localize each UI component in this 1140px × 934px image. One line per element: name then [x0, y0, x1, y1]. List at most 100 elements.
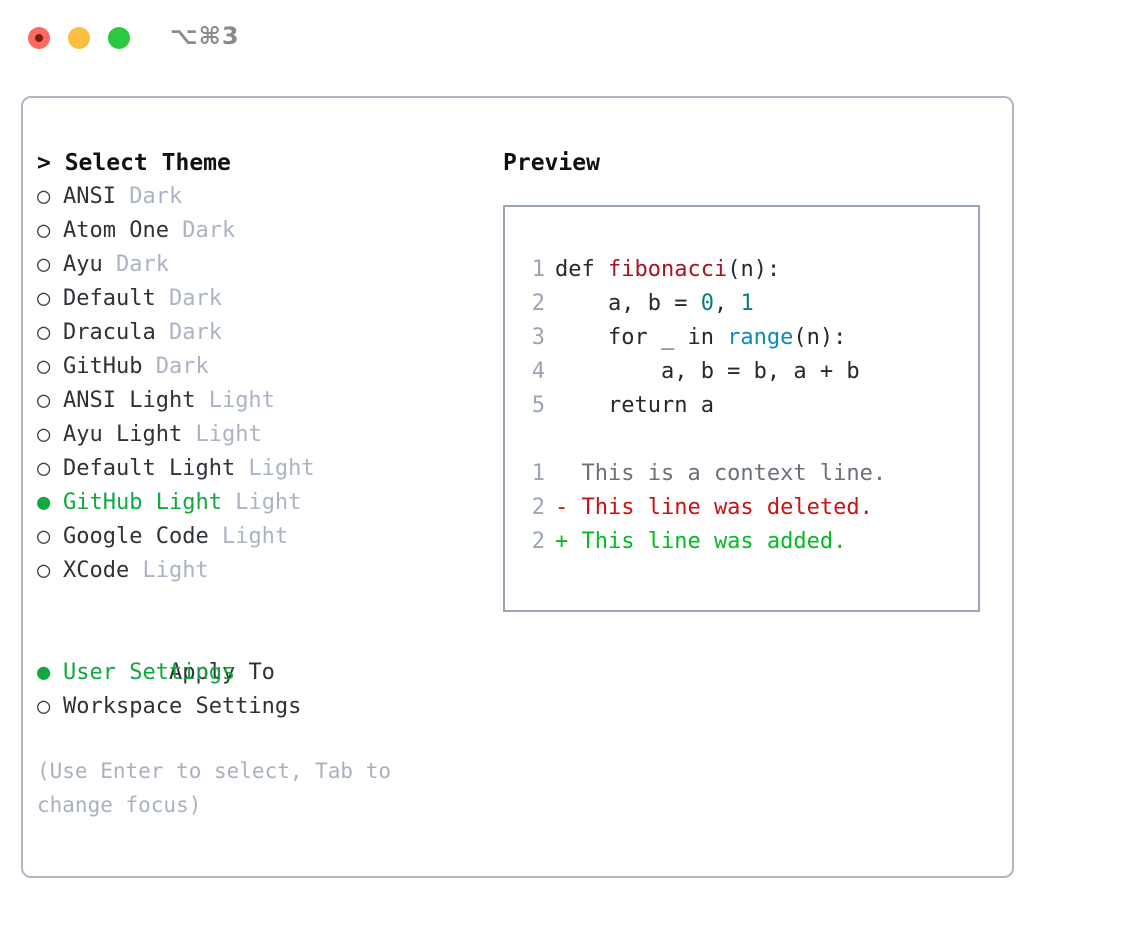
code-token-plain: a, b = b, a + b	[555, 359, 860, 384]
line-number: 5	[531, 393, 545, 418]
radio-unselected-icon: ○	[37, 320, 51, 345]
theme-option-ansi-light[interactable]: ○ ANSI Light Light	[37, 384, 487, 418]
keyboard-hint: (Use Enter to select, Tab to change focu…	[37, 759, 392, 817]
theme-selection-column: > Select Theme ○ANSI Dark○Atom One Dark○…	[37, 146, 487, 822]
preview-title: Preview	[503, 150, 600, 176]
theme-picker-card: > Select Theme ○ANSI Dark○Atom One Dark○…	[21, 96, 1014, 878]
code-line: 2 a, b = 0, 1	[519, 287, 978, 321]
theme-option-tag: Dark	[115, 184, 183, 209]
title-bar: ⌥⌘3	[0, 0, 1140, 78]
radio-unselected-icon: ○	[37, 354, 51, 379]
diff-line-del: 2 - This line was deleted.	[519, 491, 978, 525]
code-token-plain: return a	[555, 393, 714, 418]
apply-to-option-label: User Settings	[63, 660, 236, 685]
theme-option-label: Default	[63, 286, 156, 311]
theme-option-dracula[interactable]: ○ Dracula Dark	[37, 316, 487, 350]
code-line: 4 a, b = b, a + b	[519, 355, 978, 389]
code-sample: 1 def fibonacci (n): 2 a, b = 0, 1 3 for _ i…	[519, 253, 978, 423]
theme-option-ayu-light[interactable]: ○ Ayu Light Light	[37, 418, 487, 452]
maximize-button[interactable]	[108, 27, 130, 49]
radio-unselected-icon: ○	[37, 286, 51, 311]
theme-option-tag: Dark	[155, 286, 222, 311]
theme-option-tag: Light	[208, 524, 289, 549]
theme-option-atom-one[interactable]: ○ Atom One Dark	[37, 214, 487, 248]
theme-option-tag: Light	[221, 490, 302, 515]
code-token-plain: def	[555, 257, 608, 282]
radio-unselected-icon: ○	[37, 456, 51, 481]
theme-option-label: Default Light	[63, 456, 236, 481]
theme-option-label: ANSI Light	[63, 388, 196, 413]
theme-list[interactable]: ○ANSI Dark○Atom One Dark○Ayu Dark○Defaul…	[37, 180, 487, 588]
theme-option-label: Google Code	[63, 524, 209, 549]
code-token-plain: for _ in	[555, 325, 728, 350]
radio-unselected-icon: ○	[37, 524, 51, 549]
close-icon	[35, 34, 43, 42]
radio-selected-icon: ●	[37, 660, 51, 685]
theme-option-tag: Dark	[142, 354, 209, 379]
code-token-fn: fibonacci	[607, 257, 728, 282]
theme-option-tag: Light	[129, 558, 209, 583]
theme-option-tag: Light	[235, 456, 315, 481]
diff-line-ctx: 1 This is a context line.	[519, 457, 978, 491]
preview-column: Preview 1 def fibonacci (n): 2 a, b = 0, 1 3…	[503, 146, 1003, 612]
theme-option-label: Dracula	[63, 320, 156, 345]
theme-option-github[interactable]: ○ GitHub Dark	[37, 350, 487, 384]
apply-to-option-workspace-settings[interactable]: ○ Workspace Settings	[37, 690, 487, 724]
theme-option-label: Ayu Light	[63, 422, 183, 447]
diff-line-text: This is a context line.	[555, 461, 887, 486]
minimize-button[interactable]	[68, 27, 90, 49]
diff-sample: 1 This is a context line. 2 - This line wa…	[519, 457, 978, 559]
window-title: ⌥⌘3	[170, 22, 240, 50]
theme-option-google-code[interactable]: ○ Google Code Light	[37, 520, 487, 554]
apply-to-option-label: Workspace Settings	[63, 694, 302, 719]
line-number: 4	[531, 359, 545, 384]
theme-option-default[interactable]: ○ Default Dark	[37, 282, 487, 316]
diff-line-add: 2+ This line was added.	[519, 525, 978, 559]
theme-option-label: Ayu	[63, 252, 103, 277]
theme-option-github-light[interactable]: ● GitHub Light Light	[37, 486, 487, 520]
code-token-plain: a, b =	[555, 291, 701, 316]
code-token-call: range	[727, 325, 794, 350]
apply-to-list[interactable]: ● User Settings ○ Workspace Settings	[37, 656, 487, 724]
radio-unselected-icon: ○	[37, 388, 51, 413]
diff-line-text: + This line was added.	[555, 529, 847, 554]
code-token-plain: ,	[713, 291, 741, 316]
theme-option-tag: Light	[195, 388, 275, 413]
theme-option-label: GitHub Light	[63, 490, 222, 515]
radio-unselected-icon: ○	[37, 558, 51, 583]
radio-unselected-icon: ○	[37, 218, 51, 243]
code-token-plain: (n):	[793, 325, 847, 350]
line-number: 3	[531, 325, 545, 350]
list-spacer	[37, 588, 487, 622]
code-token-num: 0	[700, 291, 714, 316]
theme-option-label: XCode	[63, 558, 130, 583]
apply-to-header: Apply To	[37, 622, 487, 685]
line-number: 1	[531, 461, 545, 486]
select-theme-header: > Select Theme	[37, 150, 231, 176]
line-number: 1	[531, 257, 545, 282]
apply-to-header-label: Apply To	[168, 660, 275, 685]
theme-option-tag: Light	[182, 422, 262, 447]
apply-to-option-user-settings[interactable]: ● User Settings	[37, 656, 487, 690]
theme-option-label: GitHub	[63, 354, 143, 379]
theme-option-tag: Dark	[102, 252, 169, 277]
code-token-num: 1	[740, 291, 754, 316]
code-line: 5 return a	[519, 389, 978, 423]
theme-option-default-light[interactable]: ○ Default Light Light	[37, 452, 487, 486]
line-number: 2	[531, 495, 545, 520]
radio-selected-icon: ●	[37, 490, 51, 515]
theme-option-label: ANSI	[63, 184, 116, 209]
theme-option-tag: Dark	[155, 320, 222, 345]
theme-option-ansi[interactable]: ○ ANSI Dark	[37, 180, 487, 214]
radio-unselected-icon: ○	[37, 694, 51, 719]
theme-option-label: Atom One	[63, 218, 169, 243]
radio-unselected-icon: ○	[37, 422, 51, 447]
close-button[interactable]	[28, 27, 50, 49]
diff-line-text: - This line was deleted.	[555, 495, 873, 520]
theme-option-tag: Dark	[168, 218, 236, 243]
theme-option-xcode[interactable]: ○ XCode Light	[37, 554, 487, 588]
line-number: 2	[531, 291, 545, 316]
theme-option-ayu[interactable]: ○Ayu Dark	[37, 248, 487, 282]
preview-box: 1 def fibonacci (n): 2 a, b = 0, 1 3 for _ i…	[503, 205, 980, 612]
radio-unselected-icon: ○	[37, 184, 51, 209]
